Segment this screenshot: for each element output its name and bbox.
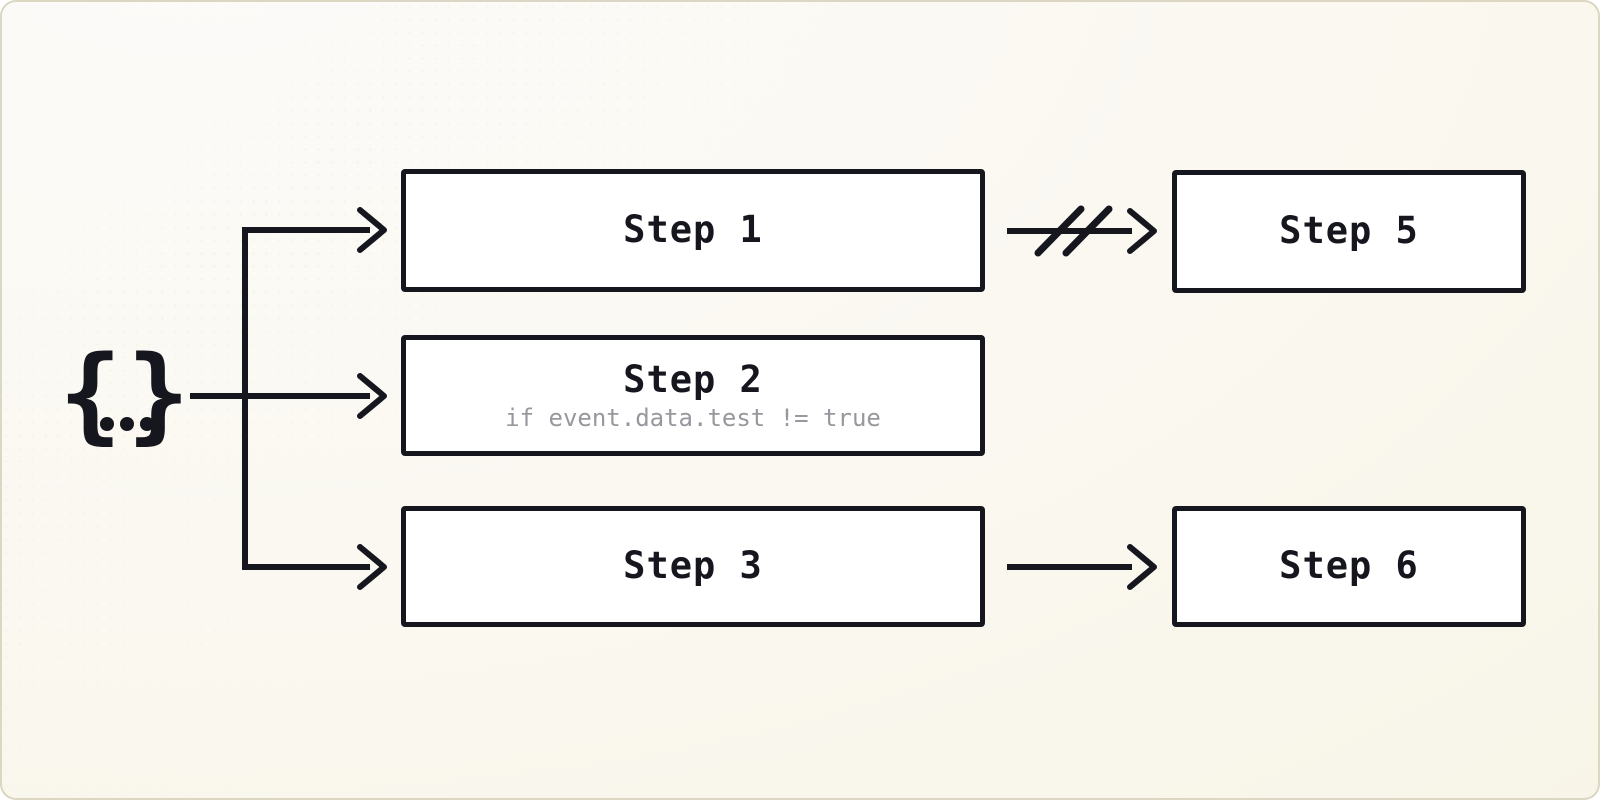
arrowhead-step5-icon <box>1127 208 1157 254</box>
step2-label: Step 2 <box>623 357 763 401</box>
step6-node: Step 6 <box>1172 506 1526 627</box>
step2-condition: if event.data.test != true <box>505 403 881 432</box>
arrowhead-step6-icon <box>1127 544 1157 590</box>
ellipsis-dot-1 <box>100 417 114 431</box>
json-brace-right: } <box>127 333 190 455</box>
step5-node: Step 5 <box>1172 170 1526 293</box>
arrowhead-step1-icon <box>357 207 387 253</box>
step5-label: Step 5 <box>1279 209 1419 253</box>
arrowhead-step3-icon <box>357 544 387 590</box>
step6-label: Step 6 <box>1279 544 1419 588</box>
json-object-icon: { } <box>59 333 190 455</box>
json-brace-left: { <box>59 333 122 455</box>
edge-step1-to-step5-cancelled <box>1007 205 1157 257</box>
arrowhead-step2-icon <box>357 373 387 419</box>
edge-step3-to-step6 <box>1007 544 1157 590</box>
step2-node: Step 2 if event.data.test != true <box>401 335 985 456</box>
step1-node: Step 1 <box>401 169 985 292</box>
cancel-slash-2-icon <box>1062 205 1113 257</box>
ellipsis-dot-3 <box>140 417 154 431</box>
ellipsis-dot-2 <box>120 417 134 431</box>
cancel-slash-1-icon <box>1034 205 1085 257</box>
step3-label: Step 3 <box>623 544 763 588</box>
step1-label: Step 1 <box>623 208 763 252</box>
step3-node: Step 3 <box>401 506 985 627</box>
